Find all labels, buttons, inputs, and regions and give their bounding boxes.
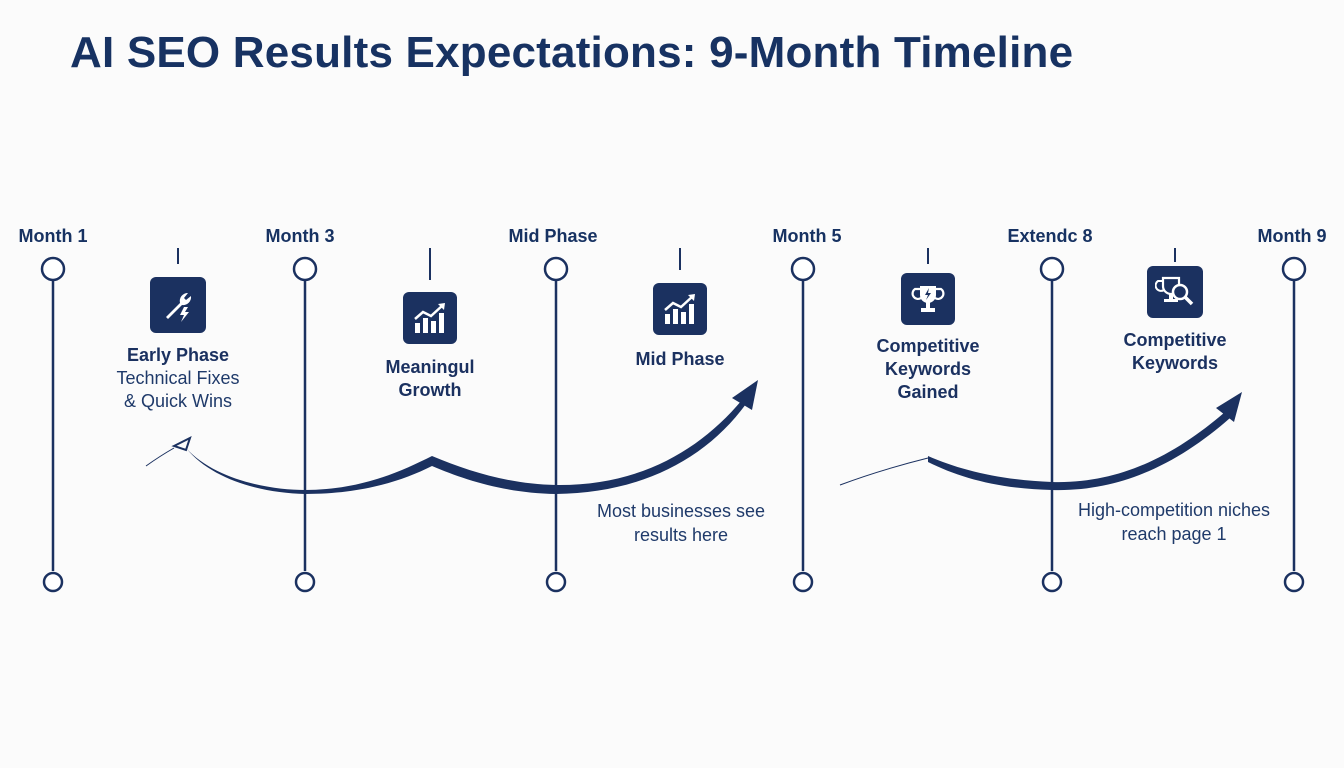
page-title: AI SEO Results Expectations: 9-Month Tim… xyxy=(70,28,1074,77)
phase-title: Competitive Keywords Gained xyxy=(876,336,980,402)
growth-chart-icon xyxy=(653,283,707,335)
note-1: Most businesses see results here xyxy=(596,501,766,545)
timeline-marker-1 xyxy=(40,256,66,593)
note-2: High-competition niches reach page 1 xyxy=(1077,500,1271,544)
growth-arrow-1 xyxy=(145,380,758,494)
timeline-marker-5 xyxy=(1039,256,1065,593)
milestone-label-2: Month 3 xyxy=(265,226,335,246)
phase-title: Meaningul Growth xyxy=(385,357,475,400)
phase-label-1: Early Phase Technical Fixes & Quick Wins xyxy=(78,344,278,413)
timeline-marker-3 xyxy=(543,256,569,593)
phase-label-2: Meaningul Growth xyxy=(330,356,530,402)
milestone-label-3: Mid Phase xyxy=(508,226,598,246)
milestone-label-1: Month 1 xyxy=(18,226,88,246)
phase-title: Competitive Keywords xyxy=(1123,330,1227,373)
phase-label-4: Competitive Keywords Gained xyxy=(828,335,1028,404)
trophy-search-icon xyxy=(1147,266,1203,318)
phase-title: Early Phase xyxy=(126,345,230,365)
timeline-marker-2 xyxy=(292,256,318,593)
growth-arrow-2 xyxy=(839,392,1242,491)
milestone-label-5: Extendc 8 xyxy=(1007,226,1093,246)
timeline-marker-6 xyxy=(1281,256,1307,593)
phase-title: Mid Phase xyxy=(635,349,725,369)
timeline-marker-4 xyxy=(790,256,816,593)
growth-chart-icon xyxy=(403,292,457,344)
phase-label-3: Mid Phase xyxy=(580,348,780,371)
milestone-label-4: Month 5 xyxy=(772,226,842,246)
phase-label-5: Competitive Keywords xyxy=(1075,329,1275,375)
wrench-lightning-icon xyxy=(150,277,206,333)
trophy-icon xyxy=(901,273,955,325)
milestone-label-6: Month 9 xyxy=(1257,226,1327,246)
phase-subtitle: Technical Fixes & Quick Wins xyxy=(116,368,240,411)
